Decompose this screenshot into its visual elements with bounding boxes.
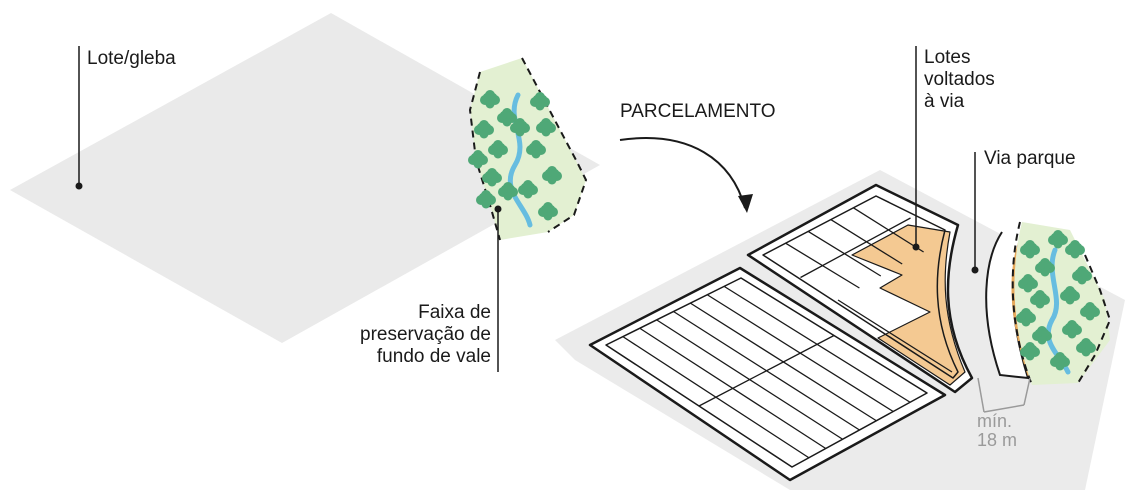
leader-faixa (494, 205, 502, 372)
label-lotes-line-3: à via (924, 91, 965, 112)
lot-divider (837, 299, 953, 373)
lot-divider (830, 219, 903, 265)
trees-left (468, 90, 562, 221)
label-faixa-line-2: preservação de (360, 324, 491, 345)
lot-divider (807, 230, 882, 277)
tree-icon (510, 118, 530, 137)
tree-icon (498, 182, 518, 201)
tree-icon (1060, 286, 1080, 305)
preservation-boundary-right-outer (1077, 254, 1112, 384)
lower-block-lots (622, 285, 911, 459)
lot-divider (723, 285, 911, 403)
tree-icon (1050, 352, 1070, 371)
tree-icon (476, 190, 496, 209)
trees-right (1016, 230, 1100, 371)
lot-divider (785, 242, 860, 289)
tree-icon (488, 140, 508, 159)
tree-icon (1032, 326, 1052, 345)
tree-icon (518, 180, 538, 199)
tree-icon (1062, 320, 1082, 339)
lot-divider (673, 310, 860, 431)
tree-icon (497, 108, 517, 127)
lot-divider (706, 294, 894, 413)
tree-icon (526, 140, 546, 159)
tree-icon (1065, 240, 1085, 259)
parcelamento-arrow (619, 137, 746, 209)
tree-icon (1072, 266, 1092, 285)
lot-divider (690, 302, 877, 422)
tree-icon (474, 120, 494, 139)
tree-icon (468, 150, 488, 169)
label-lotes-line-2: voltados (924, 69, 995, 90)
tree-icon (1020, 240, 1040, 259)
lot-divider (639, 327, 827, 450)
leader-lote-gleba (75, 46, 83, 190)
label-via-parque: Via parque (984, 148, 1076, 169)
leader-via-parque (971, 152, 979, 274)
tree-icon (1030, 290, 1050, 309)
preservation-boundary-right-inner (1011, 221, 1033, 386)
tree-icon (1080, 302, 1100, 321)
tree-icon (536, 118, 556, 137)
tree-icon (1018, 274, 1038, 293)
tree-icon (1016, 308, 1036, 327)
tree-icon (538, 202, 558, 221)
label-lotes-line-1: Lotes (924, 47, 971, 68)
label-faixa-line-3: fundo de vale (376, 346, 491, 367)
tree-icon (1048, 230, 1068, 249)
label-faixa-line-1: Faixa de (418, 302, 491, 323)
label-faixa-preservacao: Faixa de preservação de fundo de vale (360, 302, 491, 368)
tree-icon (542, 166, 562, 185)
lot-divider (800, 217, 911, 279)
lote-gleba-plot (10, 13, 600, 343)
lot-divider (656, 319, 843, 440)
label-parcelamento: PARCELAMENTO (620, 101, 776, 122)
lower-block (588, 266, 947, 482)
label-min-line-1: mín. (977, 411, 1013, 431)
label-lote-gleba: Lote/gleba (87, 48, 176, 69)
label-min-dimension: mín. 18 m (977, 412, 1017, 450)
min-width-dimension (977, 377, 1031, 413)
tree-icon (482, 168, 502, 187)
label-min-line-2: 18 m (977, 430, 1018, 450)
label-lotes-voltados: Lotes voltados à via (924, 47, 995, 113)
tree-icon (1020, 342, 1040, 361)
lot-divider (853, 207, 924, 253)
upper-block-lots (785, 207, 953, 373)
tree-icon (1035, 258, 1055, 277)
parcelamento-arrowhead (738, 194, 753, 213)
lotes-voltados-highlight (851, 224, 966, 386)
lot-divider (622, 336, 810, 459)
tree-icon (530, 92, 550, 111)
tree-icon (1076, 338, 1096, 357)
tree-icon (480, 90, 500, 109)
leader-lotes-voltados (912, 46, 920, 251)
